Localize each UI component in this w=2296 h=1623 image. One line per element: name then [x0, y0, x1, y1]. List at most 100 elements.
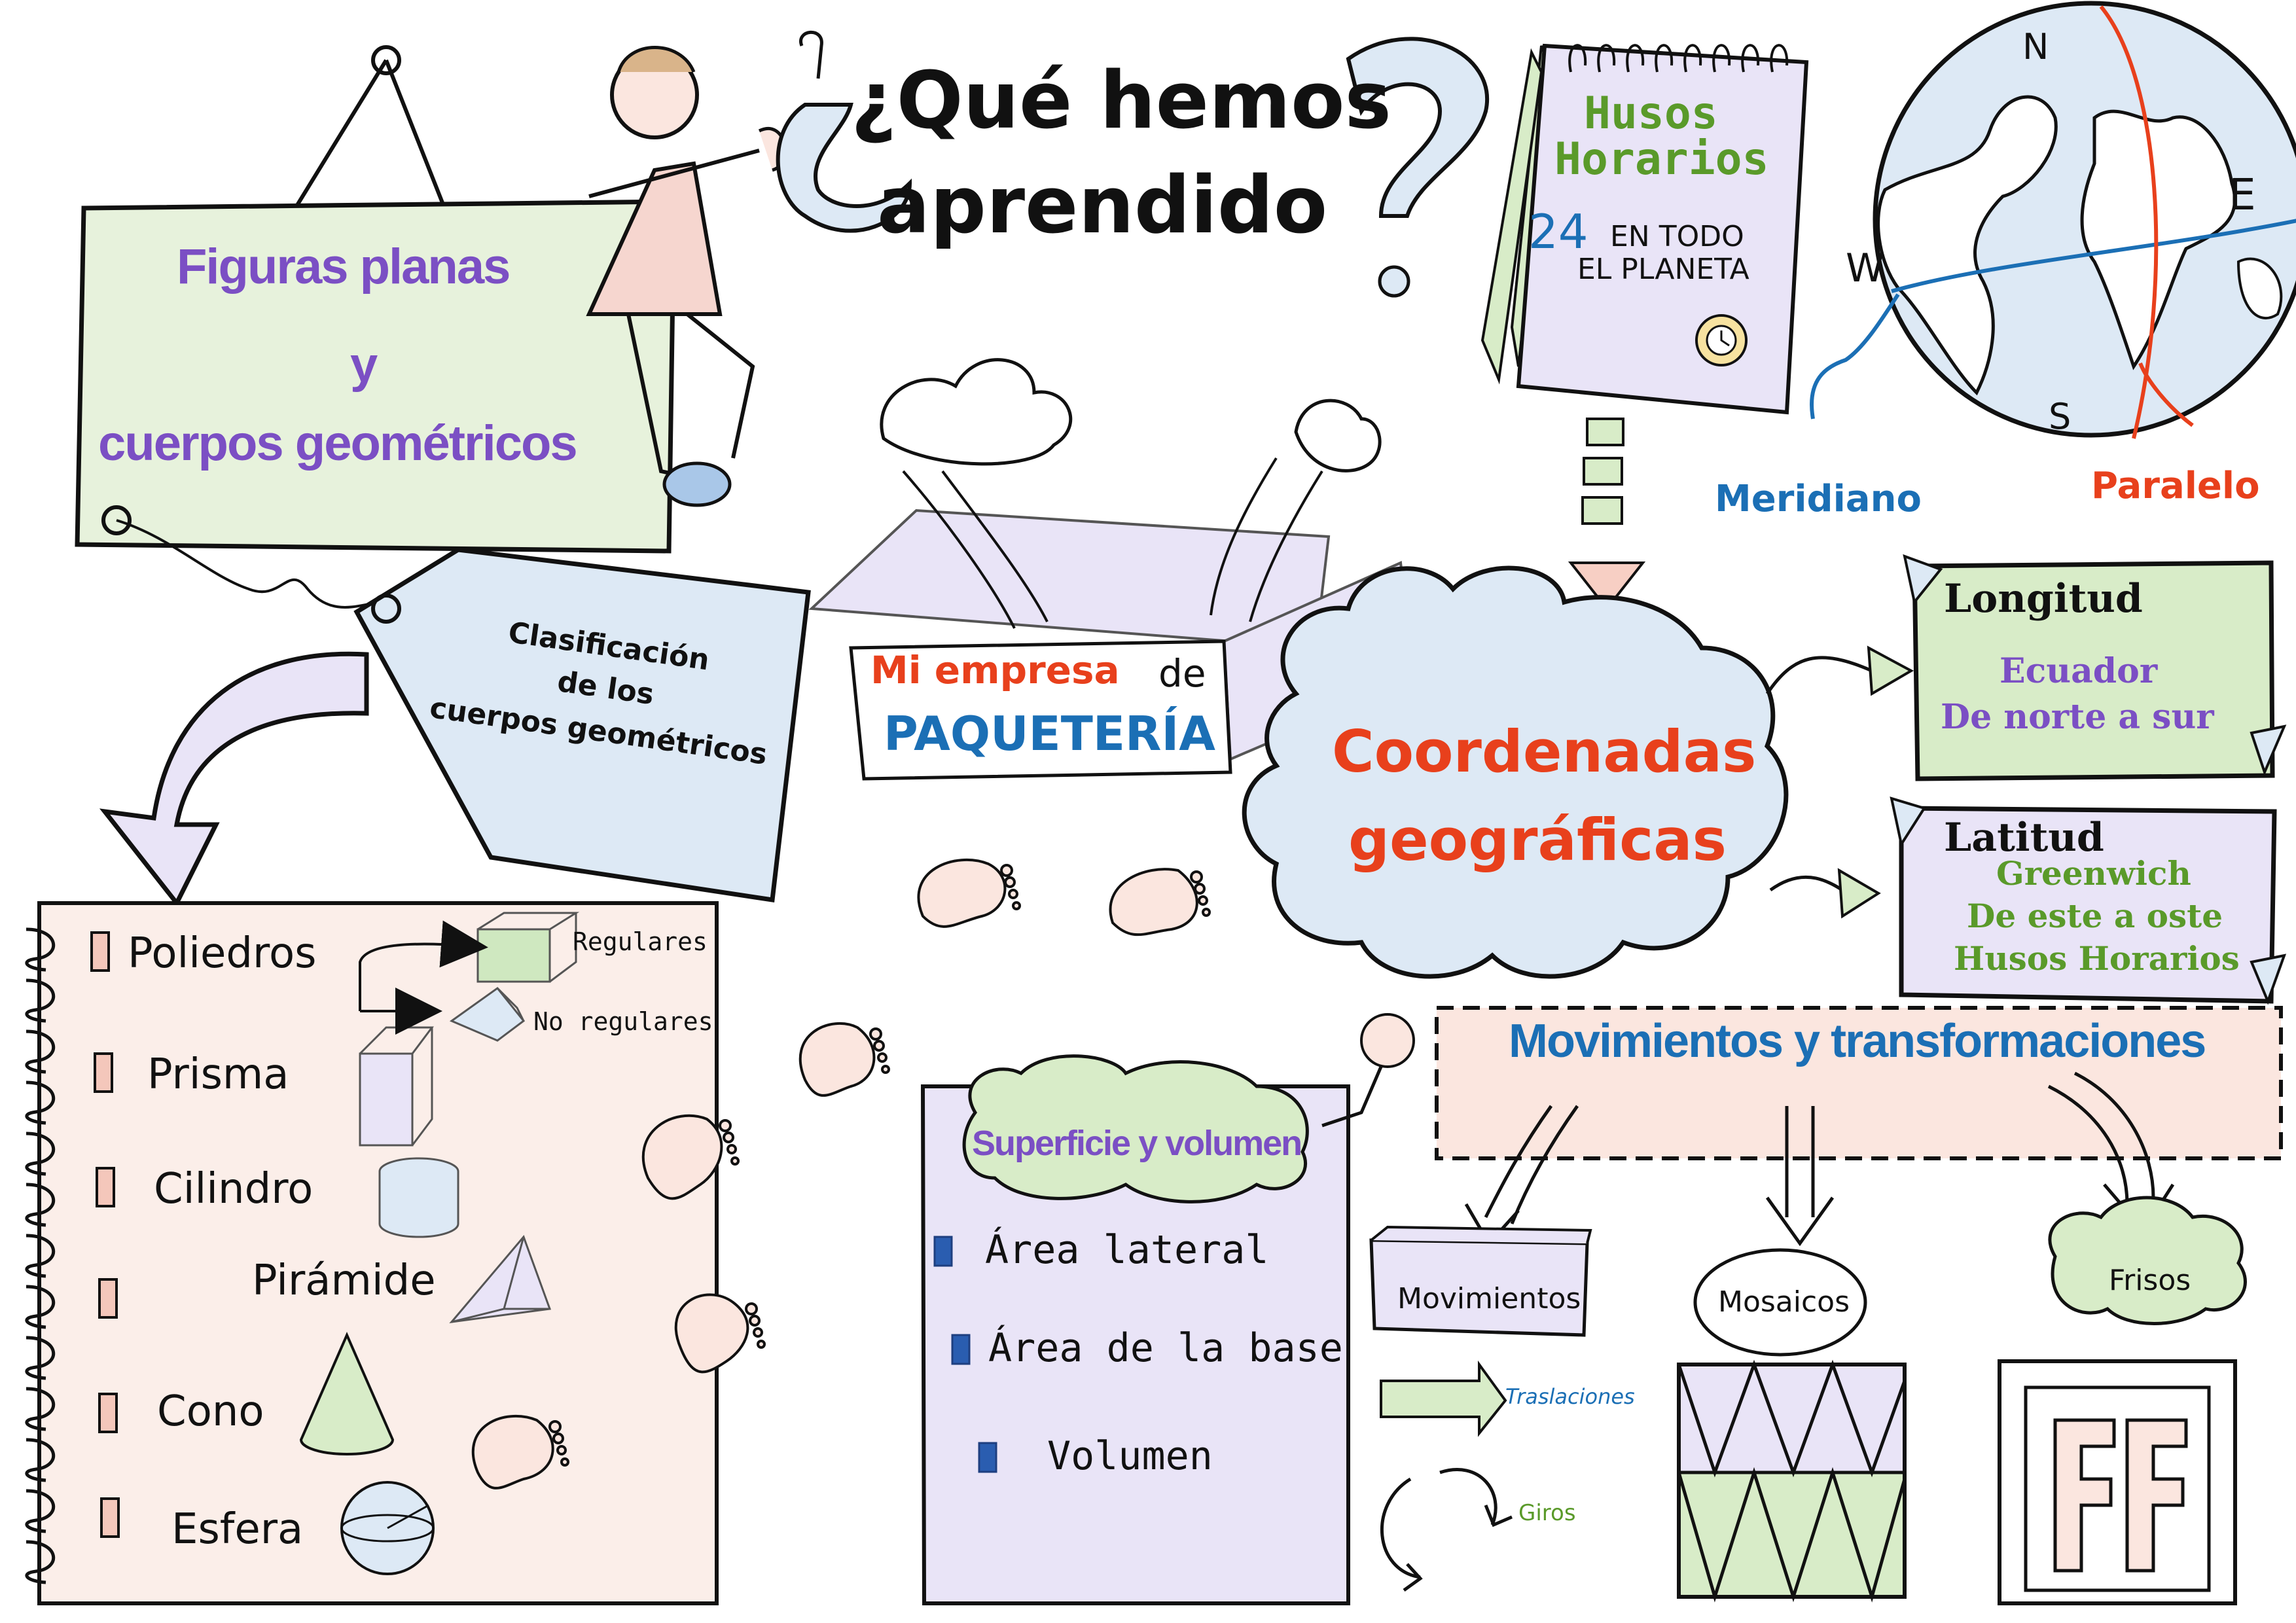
- box-line-1a: Mi empresa: [870, 648, 1120, 692]
- calendar-ring: [1683, 44, 1702, 73]
- calendar-ring: [1712, 44, 1731, 73]
- calendar-ring: [1655, 44, 1674, 73]
- traslaciones-label: Traslaciones: [1505, 1384, 1635, 1409]
- toe: [1194, 883, 1206, 895]
- spiral-ring: [25, 1336, 56, 1380]
- pyramid-icon: [449, 1235, 552, 1324]
- toe: [749, 1315, 761, 1327]
- toe: [869, 1027, 882, 1041]
- prism-icon: [449, 986, 526, 1042]
- frisos-label: Frisos: [2109, 1264, 2191, 1297]
- superficie-item: Área de la base: [988, 1325, 1343, 1371]
- superficie-bullets: [933, 1236, 997, 1473]
- mosaicos-oval: [1693, 1248, 1867, 1357]
- mosaicos-label: Mosaicos: [1718, 1285, 1850, 1319]
- toe: [1190, 870, 1203, 883]
- movimientos-label: Movimientos: [1397, 1282, 1581, 1315]
- coordenadas-line-1: Coordenadas: [1332, 718, 1757, 785]
- giros-rotation: [1380, 1468, 1513, 1592]
- connector-stack: [1568, 418, 1646, 611]
- spiral-ring: [25, 1438, 56, 1482]
- paralelo-label: Paralelo: [2091, 465, 2260, 507]
- toe: [745, 1302, 758, 1315]
- calendar-line-1: Husos: [1584, 88, 1718, 139]
- coordenadas-line-2: geográficas: [1348, 806, 1727, 874]
- question-mark-open: [776, 30, 912, 233]
- superficie-item: Área lateral: [985, 1227, 1269, 1273]
- coordenadas-cloud: [1242, 565, 1789, 979]
- spiral-ring: [25, 1029, 56, 1074]
- frisos-cloud: [2048, 1196, 2247, 1325]
- spiral-ring: [25, 1285, 56, 1329]
- list-item: Pirámide: [252, 1257, 436, 1305]
- list-item: Cilindro: [154, 1165, 314, 1213]
- girl-illustration: [586, 46, 787, 507]
- cone-icon: [299, 1332, 395, 1455]
- toe: [552, 1433, 564, 1444]
- figuras-line-3: cuerpos geométricos: [98, 416, 578, 471]
- meridiano-label: Meridiano: [1715, 478, 1922, 520]
- title-line-1: ¿Qué hemos: [851, 56, 1391, 147]
- spiral-ring: [25, 978, 56, 1023]
- cylinder-icon: [378, 1157, 459, 1238]
- movimientos-title: Movimientos y transformaciones: [1509, 1015, 2206, 1067]
- list-item: Esfera: [171, 1505, 304, 1554]
- superficie-item: Volumen: [1047, 1433, 1213, 1479]
- latitud-box: [1890, 796, 2287, 1005]
- spiral-ring: [25, 1132, 56, 1176]
- toe: [1000, 864, 1013, 877]
- footprints: [472, 858, 1211, 1489]
- calendar-illustration: [1480, 43, 1809, 415]
- longitud-line-2: De norte a sur: [1941, 697, 2214, 737]
- poliedros-arrows: [359, 920, 488, 1035]
- spiral-ring: [25, 1183, 56, 1227]
- spiral-ring: [25, 1489, 56, 1533]
- figuras-line-1: Figuras planas: [177, 239, 511, 294]
- toe: [723, 1132, 734, 1143]
- spiral-ring: [25, 1080, 56, 1125]
- list-item: Prisma: [147, 1050, 289, 1099]
- longitud-title: Longitud: [1944, 576, 2143, 622]
- calendar-text-2: EL PLANETA: [1577, 253, 1749, 286]
- calendar-ring: [1568, 44, 1587, 73]
- toe: [873, 1040, 885, 1052]
- toe: [877, 1052, 888, 1063]
- figuras-sign: [75, 45, 677, 610]
- box-line-2: PAQUETERÍA: [884, 706, 1215, 761]
- title-line-2: aprendido: [877, 160, 1328, 251]
- movimientos-banner: [1435, 1006, 2283, 1160]
- calendar-text-1: EN TODO: [1610, 220, 1744, 253]
- calendar-ring: [1597, 44, 1616, 73]
- globe-south: S: [2049, 396, 2072, 437]
- spiral-ring: [25, 1234, 56, 1278]
- figuras-line-2: y: [350, 337, 378, 393]
- giros-label: Giros: [1518, 1500, 1576, 1526]
- toe: [730, 1156, 740, 1166]
- latitud-line-2: De este a oste: [1967, 897, 2223, 935]
- latitud-title: Latitud: [1944, 815, 2104, 861]
- question-mark-close: [1346, 37, 1489, 298]
- toe: [1012, 901, 1021, 910]
- clasificacion-tag: [353, 547, 811, 903]
- latitud-line-1: Greenwich: [1996, 854, 2191, 893]
- poliedros-type-regulares: Regulares: [573, 927, 708, 956]
- sphere-icon: [340, 1481, 435, 1575]
- globe-east: E: [2229, 169, 2256, 220]
- latitud-line-3: Husos Horarios: [1954, 939, 2240, 978]
- toe: [548, 1420, 562, 1433]
- traslaciones-arrow: [1380, 1360, 1507, 1437]
- spiral-ring: [25, 1387, 56, 1431]
- toe: [1004, 876, 1016, 888]
- toe: [1202, 908, 1211, 917]
- toe: [753, 1327, 763, 1338]
- calendar-line-2: Horarios: [1554, 134, 1769, 185]
- toe: [757, 1340, 766, 1349]
- longitud-box: [1903, 554, 2287, 781]
- superficie-panel: [920, 1013, 1415, 1605]
- frieze-pattern: [1998, 1359, 2237, 1605]
- calendar-ring: [1741, 44, 1760, 73]
- mosaic-pattern: [1677, 1359, 1907, 1603]
- globe-west: W: [1846, 245, 1885, 291]
- list-item: Cono: [157, 1387, 264, 1436]
